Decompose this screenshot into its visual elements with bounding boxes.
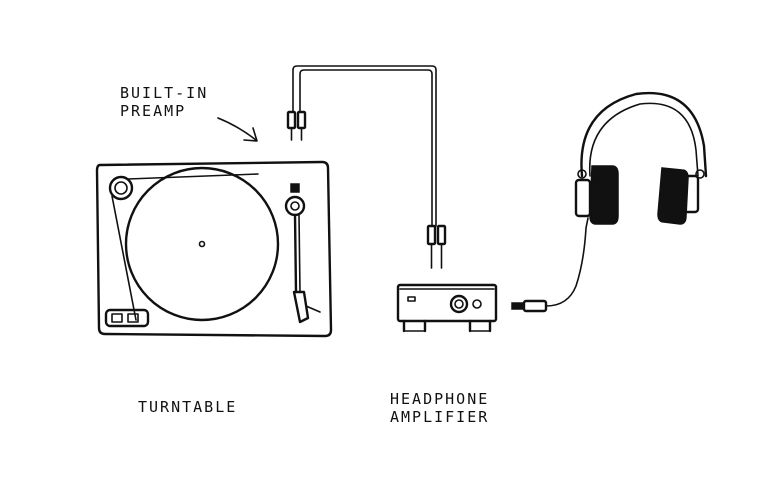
rca-cable bbox=[292, 65, 437, 227]
turntable-label: TURNTABLE bbox=[138, 398, 238, 416]
callout-line-1: BUILT-IN bbox=[120, 84, 209, 102]
turntable-icon bbox=[95, 160, 333, 338]
arrow-icon bbox=[217, 117, 258, 142]
amplifier-label-line-2: AMPLIFIER bbox=[390, 408, 490, 426]
amplifier-label-line-1: HEADPHONE bbox=[390, 390, 490, 408]
preamp-callout: BUILT-IN PREAMP bbox=[120, 84, 208, 120]
rca-plug-icon bbox=[286, 110, 307, 141]
rca-plug-icon bbox=[426, 224, 447, 269]
headphone-amplifier-icon bbox=[396, 283, 498, 333]
headphones-icon bbox=[574, 91, 708, 225]
audio-jack-icon bbox=[511, 217, 589, 313]
amplifier-label: HEADPHONE AMPLIFIER bbox=[390, 390, 489, 426]
callout-line-2: PREAMP bbox=[120, 102, 187, 120]
